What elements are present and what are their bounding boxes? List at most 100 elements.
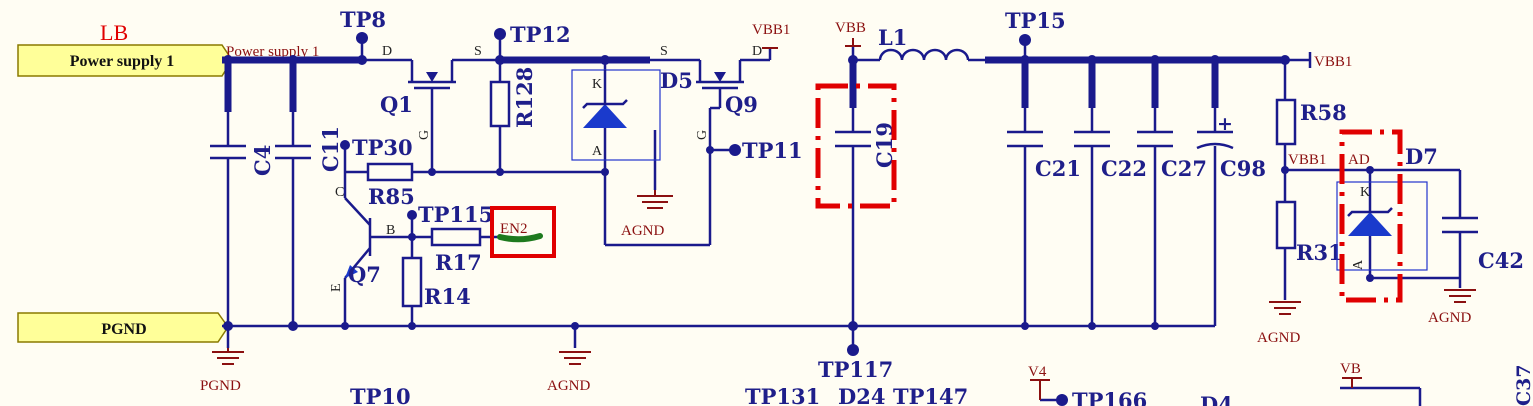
agnd-bottom-label: AGND	[547, 378, 590, 394]
vb-flag: VB	[1340, 361, 1362, 388]
v4-flag: V4	[1028, 364, 1050, 400]
agnd-d5-label: AGND	[621, 223, 664, 239]
tp8[interactable]: TP8	[340, 7, 386, 65]
resistor-r14[interactable]: R14	[401, 256, 471, 309]
vbb1-flag-right: VBB1	[1314, 54, 1352, 70]
q7-pin-e: E	[329, 283, 344, 292]
q7-pin-b: B	[386, 223, 395, 238]
vbb1-mid-label: VBB1	[1288, 152, 1326, 168]
lb-label: LB	[100, 20, 128, 45]
tp12-label: TP12	[510, 22, 571, 47]
pgnd-gnd-label: PGND	[200, 378, 241, 394]
capacitor-c22[interactable]: C22	[1074, 130, 1147, 181]
vbb-flag: VBB	[835, 20, 866, 47]
en2-net[interactable]: EN2	[490, 206, 556, 258]
d7-label: D7	[1405, 144, 1438, 169]
resistor-r31[interactable]: R31	[1275, 200, 1343, 265]
resistor-r58[interactable]: R58	[1275, 98, 1347, 146]
c22-label: C22	[1101, 156, 1147, 181]
tp115[interactable]: TP115	[407, 202, 493, 227]
c37-label: C37	[1513, 364, 1533, 406]
r14-label: R14	[424, 284, 471, 309]
resistor-r85[interactable]: R85	[366, 162, 415, 209]
tp115-label: TP115	[418, 202, 493, 227]
r58-label: R58	[1300, 100, 1347, 125]
tp10-label: TP10	[350, 384, 411, 406]
gnd-agnd-d5-symbol: AGND	[621, 190, 673, 239]
gnd-agnd-r31-symbol: AGND	[1257, 301, 1301, 346]
tp15[interactable]: TP15	[1005, 8, 1066, 46]
d7-pin-a: A	[1351, 259, 1366, 270]
capacitor-c11[interactable]: C11	[275, 126, 343, 172]
capacitor-c98[interactable]: + C98	[1196, 113, 1266, 181]
capacitor-c42[interactable]: C42	[1442, 216, 1524, 273]
d7-pin-k: K	[1360, 185, 1370, 200]
resistor-r128[interactable]: R128	[489, 67, 537, 128]
c98-label: C98	[1220, 156, 1266, 181]
d5-pin-a: A	[592, 144, 603, 159]
wire-network	[222, 40, 1462, 406]
vbb1-flag-top: VBB1	[752, 22, 790, 49]
r31-label: R31	[1296, 240, 1343, 265]
tp117[interactable]: TP117	[818, 344, 893, 382]
resistor-r17[interactable]: R17	[430, 227, 482, 275]
c98-plus: +	[1217, 113, 1233, 135]
r128-label: R128	[512, 67, 537, 128]
tp11[interactable]: TP11	[729, 138, 803, 163]
pgnd-port[interactable]: PGND	[17, 312, 229, 343]
r85-label: R85	[368, 184, 415, 209]
tp147-label: TP147	[893, 384, 968, 406]
q7-pin-c: C	[335, 185, 344, 200]
q9-pin-d: D	[752, 44, 762, 59]
mosfet-q9[interactable]: S D G Q9	[660, 44, 762, 140]
d5-label: D5	[660, 68, 693, 93]
capacitor-c19[interactable]: C19	[835, 122, 897, 168]
en2-label: EN2	[500, 221, 528, 237]
vb-label: VB	[1340, 361, 1361, 377]
tp166-label: TP166	[1072, 388, 1147, 406]
power-net-label: Power supply 1	[226, 44, 319, 60]
c11-label: C11	[318, 126, 343, 172]
gnd-agnd-c42-symbol: AGND	[1428, 289, 1476, 326]
d5-pin-k: K	[592, 77, 602, 92]
tp131-label: TP131	[745, 384, 820, 406]
annotation-box-c19	[815, 83, 897, 209]
q9-pin-g: G	[695, 130, 710, 140]
tp30-label: TP30	[352, 135, 413, 160]
capacitor-c4[interactable]: C4	[210, 145, 275, 176]
d24-label: D24	[838, 384, 885, 406]
tvs-diode-d7[interactable]: K A D7	[1336, 144, 1438, 271]
tp166[interactable]: TP166	[1056, 388, 1147, 406]
tp30[interactable]: TP30	[340, 135, 413, 160]
transistor-q7[interactable]: C B E Q7	[329, 185, 395, 292]
q9-label: Q9	[725, 92, 758, 117]
tp12[interactable]: TP12	[494, 22, 571, 60]
vbb1-top-label: VBB1	[752, 22, 790, 38]
l1-label: L1	[878, 25, 907, 50]
capacitor-c21[interactable]: C21	[1007, 130, 1081, 181]
vbb1-right-label: VBB1	[1314, 54, 1352, 70]
q1-pin-d: D	[382, 44, 392, 59]
q9-pin-s: S	[660, 44, 668, 59]
agnd-r31-label: AGND	[1257, 330, 1300, 346]
pgnd-port-label: PGND	[101, 321, 146, 338]
tp15-label: TP15	[1005, 8, 1066, 33]
q1-label: Q1	[380, 92, 413, 117]
q1-pin-g: G	[417, 130, 432, 140]
annotation-box-d7	[1339, 129, 1403, 303]
power-supply-port[interactable]: Power supply 1	[17, 44, 233, 77]
mosfet-q1[interactable]: D S G Q1	[380, 44, 482, 140]
tp11-label: TP11	[742, 138, 803, 163]
inductor-l1[interactable]: L1	[878, 25, 985, 62]
q7-label: Q7	[348, 262, 381, 287]
capacitor-c27[interactable]: C27	[1137, 130, 1207, 181]
tvs-diode-d5[interactable]: K A D5	[571, 68, 693, 161]
c42-label: C42	[1478, 248, 1524, 273]
junction-dots	[223, 55, 1374, 331]
q1-pin-s: S	[474, 44, 482, 59]
d4-label: D4	[1200, 392, 1233, 406]
tp117-label: TP117	[818, 357, 893, 382]
tp8-label: TP8	[340, 7, 386, 32]
v4-label: V4	[1028, 364, 1047, 380]
agnd-c42-label: AGND	[1428, 310, 1471, 326]
